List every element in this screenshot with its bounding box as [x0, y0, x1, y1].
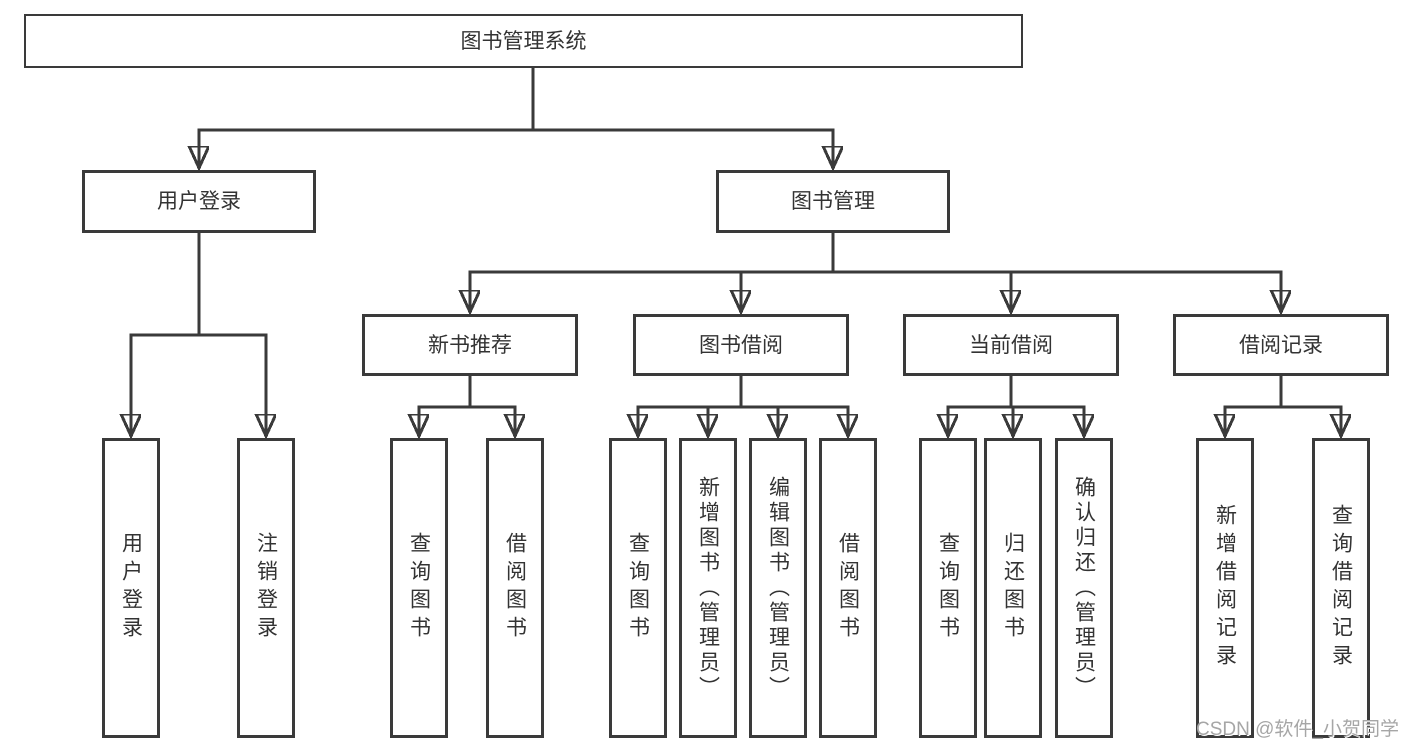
leaf-add-books-admin-label: 新增图书（管理员）	[696, 475, 720, 701]
leaf-query-books-current: 查询图书	[919, 438, 977, 738]
node-book-borrowing-label: 图书借阅	[699, 333, 783, 357]
leaf-borrow-books-recommend-label: 借阅图书	[503, 532, 527, 644]
leaf-add-books-admin: 新增图书（管理员）	[679, 438, 737, 738]
node-user-login-label: 用户登录	[157, 190, 241, 213]
leaf-edit-books-admin: 编辑图书（管理员）	[749, 438, 807, 738]
leaf-query-borrow-record-label: 查询借阅记录	[1329, 504, 1353, 672]
leaf-confirm-return-admin-label: 确认归还（管理员）	[1072, 475, 1096, 701]
node-current-borrowing: 当前借阅	[903, 314, 1119, 376]
leaf-query-books-borrow-label: 查询图书	[626, 532, 650, 644]
node-new-book-recommendation-label: 新书推荐	[428, 333, 512, 357]
node-book-management-label: 图书管理	[791, 190, 875, 213]
leaf-logout-label: 注销登录	[254, 532, 278, 644]
leaf-user-login: 用户登录	[102, 438, 160, 738]
leaf-confirm-return-admin: 确认归还（管理员）	[1055, 438, 1113, 738]
node-user-login: 用户登录	[82, 170, 316, 233]
node-borrowing-records-label: 借阅记录	[1239, 333, 1323, 357]
leaf-return-books: 归还图书	[984, 438, 1042, 738]
leaf-add-borrow-record: 新增借阅记录	[1196, 438, 1254, 738]
leaf-borrow-books-label: 借阅图书	[836, 532, 860, 644]
node-current-borrowing-label: 当前借阅	[969, 333, 1053, 357]
node-root-label: 图书管理系统	[460, 29, 587, 53]
leaf-query-books-recommend-label: 查询图书	[407, 532, 431, 644]
leaf-user-login-label: 用户登录	[119, 532, 143, 644]
leaf-query-books-borrow: 查询图书	[609, 438, 667, 738]
csdn-watermark: CSDN @软件_小贺同学	[1196, 719, 1399, 740]
leaf-logout: 注销登录	[237, 438, 295, 738]
node-new-book-recommendation: 新书推荐	[362, 314, 578, 376]
node-root: 图书管理系统	[24, 14, 1023, 68]
leaf-edit-books-admin-label: 编辑图书（管理员）	[766, 475, 790, 701]
node-book-management: 图书管理	[716, 170, 950, 233]
leaf-query-books-recommend: 查询图书	[390, 438, 448, 738]
node-book-borrowing: 图书借阅	[633, 314, 849, 376]
node-borrowing-records: 借阅记录	[1173, 314, 1389, 376]
leaf-add-borrow-record-label: 新增借阅记录	[1213, 504, 1237, 672]
leaf-return-books-label: 归还图书	[1001, 532, 1025, 644]
leaf-borrow-books: 借阅图书	[819, 438, 877, 738]
leaf-query-books-current-label: 查询图书	[936, 532, 960, 644]
leaf-query-borrow-record: 查询借阅记录	[1312, 438, 1370, 738]
leaf-borrow-books-recommend: 借阅图书	[486, 438, 544, 738]
